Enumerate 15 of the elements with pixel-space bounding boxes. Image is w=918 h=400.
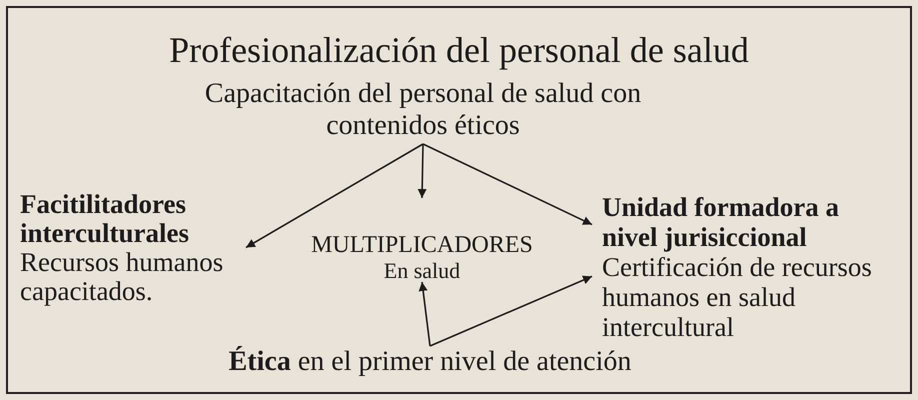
- node-heading: Unidad formadora a nivel jurisiccional: [602, 192, 840, 252]
- node-heading: MULTIPLICADORES: [310, 232, 534, 258]
- arrow: [430, 276, 592, 347]
- arrow: [418, 144, 427, 198]
- node-heading: Capacitación del personal de salud con contenidos éticos: [204, 78, 642, 142]
- arrow: [246, 143, 424, 248]
- arrow: [422, 143, 592, 226]
- arrow: [418, 282, 431, 346]
- node-text: En salud: [382, 258, 462, 284]
- frame-box: [6, 6, 912, 394]
- node-heading: Ética en el primer nivel de atención: [228, 346, 632, 378]
- node-heading: Facitilitadores interculturales: [20, 190, 190, 248]
- title: Profesionalización del personal de salud: [168, 29, 750, 70]
- node-text: Certificación de recursos humanos en salud intercultural: [602, 252, 873, 342]
- node-text: Recursos humanos capacitados.: [20, 248, 224, 306]
